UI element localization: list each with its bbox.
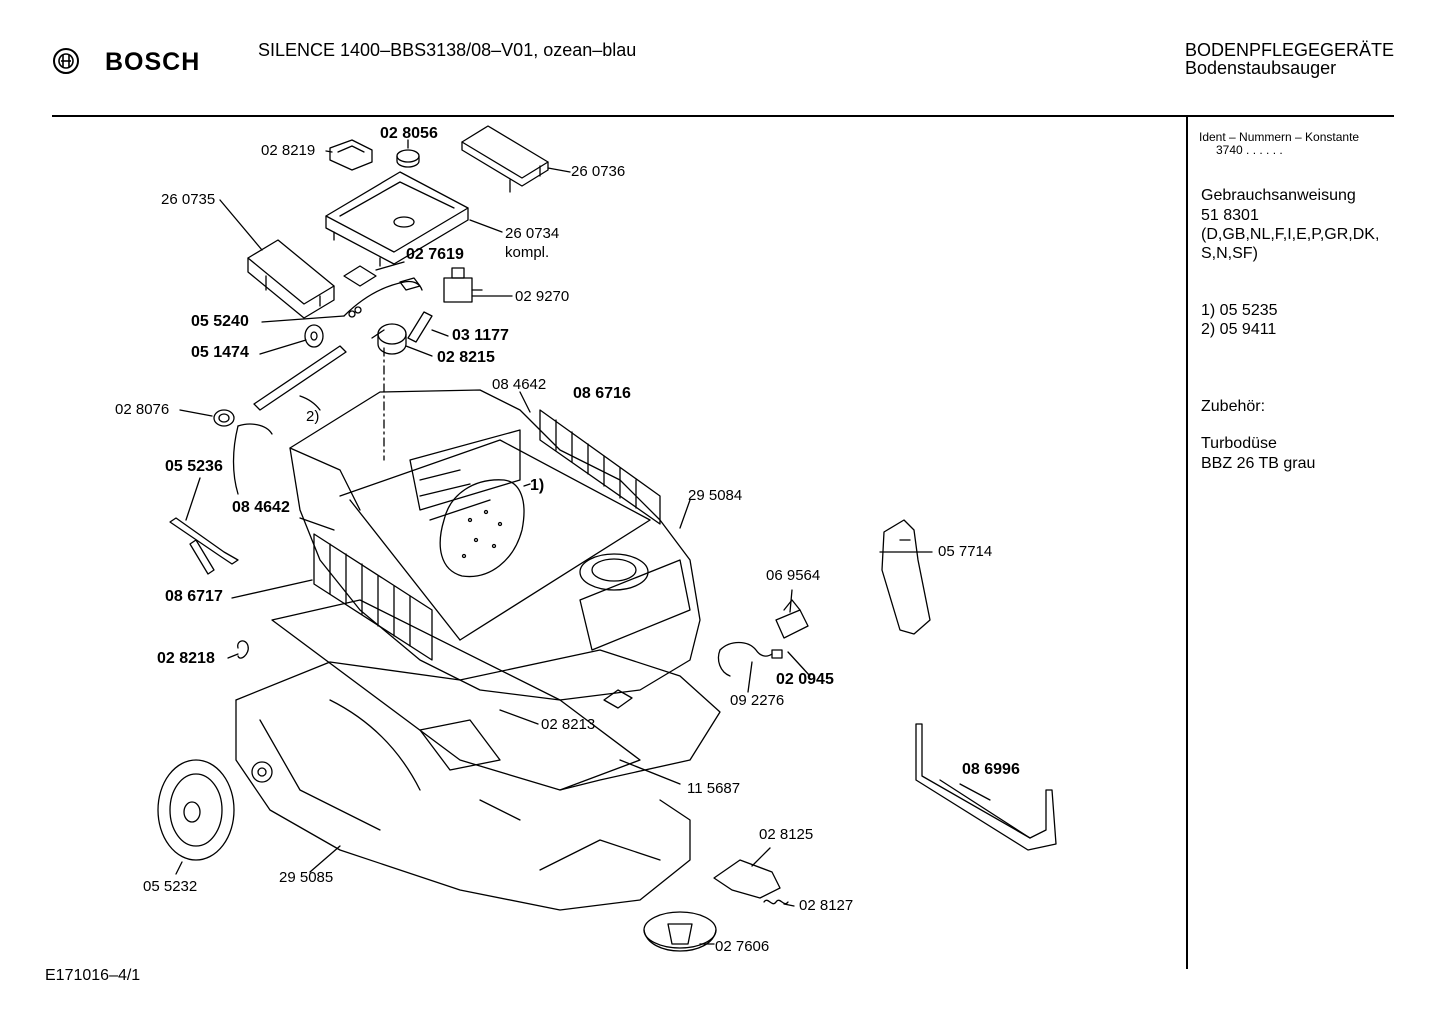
housing-top-295084 [290, 390, 700, 700]
part-label: 29 5085 [279, 869, 334, 886]
drawing-code: E171016–4/1 [45, 967, 141, 984]
cover-260735 [248, 240, 334, 318]
handle-055236 [170, 518, 238, 574]
bosch-logo-icon [52, 47, 80, 80]
accessory-name: Turbodüse [1201, 435, 1277, 452]
part-label: 26 0736 [571, 163, 626, 180]
clip-027619 [344, 266, 376, 286]
manual-title: Gebrauchsanweisung [1201, 187, 1356, 204]
model-title: SILENCE 1400–BBS3138/08–V01, ozean–blau [258, 40, 637, 60]
category-sub: Bodenstaubsauger [1185, 58, 1337, 78]
part-label: 02 8076 [115, 401, 170, 418]
holder-086996 [916, 724, 1056, 850]
accessories-title: Zubehör: [1201, 398, 1266, 415]
part-label: 02 8215 [437, 349, 495, 366]
part-label: 02 8218 [157, 650, 215, 667]
wheel-055232 [158, 760, 234, 860]
cable-harness-055240 [344, 278, 422, 317]
note-1: 1) 05 5235 [1201, 302, 1278, 319]
part-label: 03 1177 [452, 327, 509, 344]
connector-069564 [776, 600, 808, 638]
part-label: 05 7714 [938, 543, 993, 560]
part-label: 1) [530, 477, 545, 494]
part-label: 02 8219 [261, 142, 316, 159]
cover-260736 [462, 126, 548, 192]
part-label: 02 7619 [406, 246, 464, 263]
ident-value: 3740 . . . . . . [1216, 143, 1283, 157]
part-label: 02 8213 [541, 716, 596, 733]
part-label: 02 8056 [380, 125, 438, 142]
part-label: 05 1474 [191, 344, 249, 361]
clamp-028125 [714, 860, 780, 898]
part-label: 02 8127 [799, 897, 854, 914]
filter-note-1 [440, 480, 524, 577]
switch-029270 [444, 268, 482, 302]
cable-092276 [718, 643, 782, 677]
gear-051474 [305, 325, 323, 347]
grille-086716 [540, 410, 660, 524]
accessory-code: BBZ 26 TB grau [1201, 455, 1316, 472]
motor-connector-028215 [372, 324, 406, 354]
cup-027606 [644, 912, 716, 951]
part-label: 02 8125 [759, 826, 814, 843]
knob-028076 [214, 410, 234, 426]
ident-label: Ident – Nummern – Konstante [1199, 130, 1360, 144]
part-label: 08 6996 [962, 761, 1020, 778]
manual-number: 51 8301 [1201, 207, 1259, 224]
housing-bottom-295085 [236, 650, 720, 910]
part-label: 08 6717 [165, 588, 223, 605]
clip-part-028219 [330, 140, 372, 170]
part-label: kompl. [505, 244, 550, 261]
part-label: 05 5232 [143, 878, 198, 895]
manual-languages-line1: (D,GB,NL,F,I,E,P,GR,DK, [1201, 226, 1380, 243]
tray-260734 [326, 172, 468, 266]
exploded-view-drawing [0, 0, 1180, 1019]
manual-languages-line2: S,N,SF) [1201, 245, 1258, 262]
axle-hub [252, 762, 272, 782]
part-label: 05 5240 [191, 313, 249, 330]
part-label: 08 6716 [573, 385, 631, 402]
spring-028127 [764, 900, 788, 903]
part-label: 26 0734 [505, 225, 560, 242]
part-label: 06 9564 [766, 567, 821, 584]
brand-name: BOSCH [105, 48, 201, 76]
part-label: 11 5687 [687, 780, 741, 797]
part-label: 26 0735 [161, 191, 216, 208]
sidebar-divider [1186, 117, 1188, 969]
header-divider [52, 115, 1394, 117]
part-label: 08 4642 [232, 499, 290, 516]
part-label: 02 0945 [776, 671, 834, 688]
note-2: 2) 05 9411 [1201, 321, 1277, 338]
part-label: 08 4642 [492, 376, 547, 393]
category-main: BODENPFLEGEGERÄTE [1185, 40, 1395, 60]
part-label: 29 5084 [688, 487, 743, 504]
clip-028218 [238, 641, 249, 658]
small-cover-028213 [604, 690, 632, 708]
part-label: 09 2276 [730, 692, 785, 709]
gasket-115687 [272, 600, 640, 790]
part-label: 02 7606 [715, 938, 770, 955]
rod-part [254, 346, 346, 410]
cable-part [234, 424, 273, 494]
part-label: 05 5236 [165, 458, 223, 475]
round-cap-028056 [397, 150, 419, 167]
part-label: 02 9270 [515, 288, 570, 305]
bracket-057714 [882, 520, 930, 634]
grille-086717 [314, 534, 432, 660]
stick-031177 [408, 312, 432, 342]
part-label: 2) [306, 408, 320, 425]
